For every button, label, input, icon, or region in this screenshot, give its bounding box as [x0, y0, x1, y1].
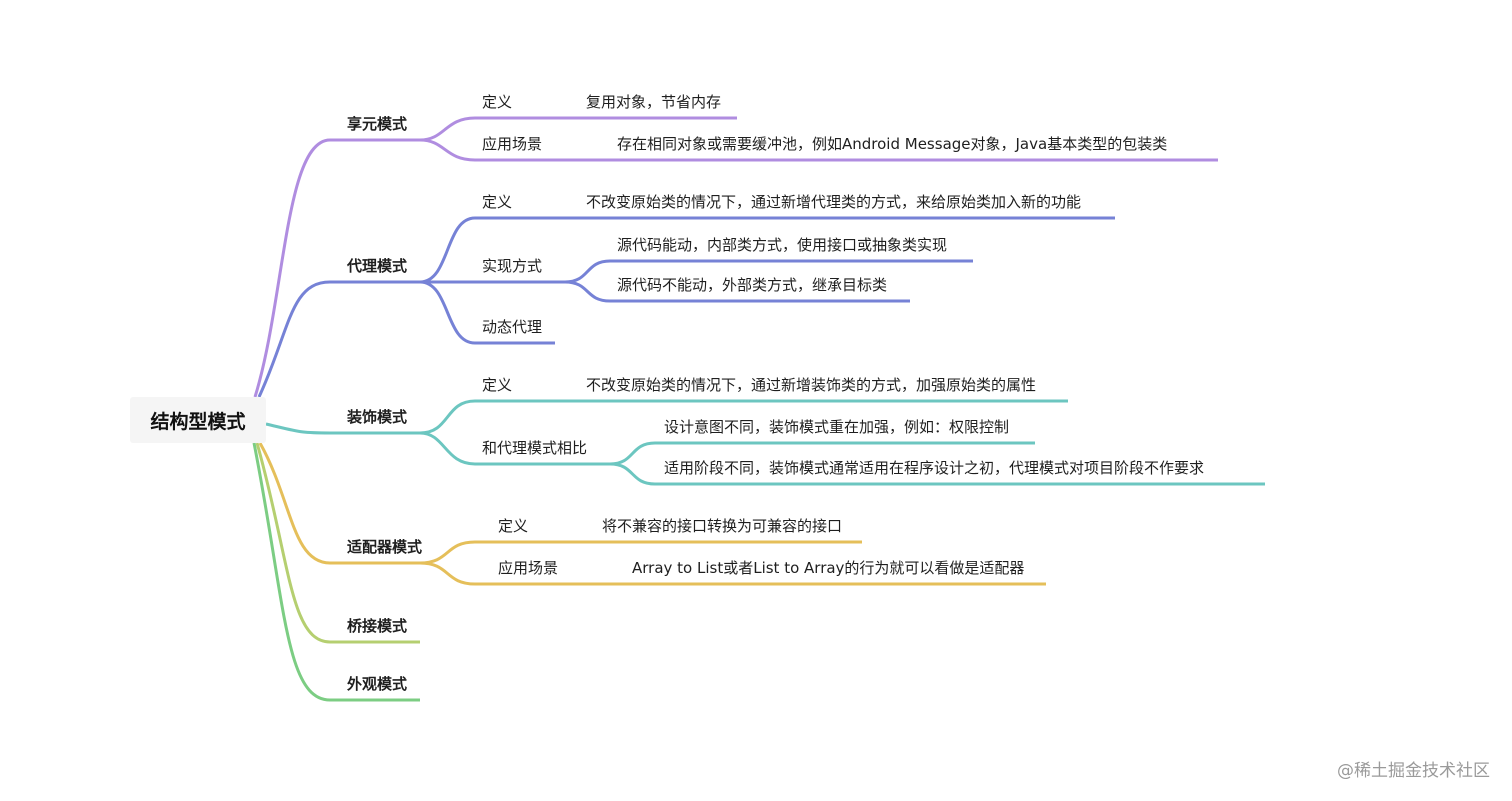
proxy-impl-item-1: 源代码能动，内部类方式，使用接口或抽象类实现 [617, 236, 948, 254]
adapter-usage-text: Array to List或者List to Array的行为就可以看做是适配器 [632, 559, 1025, 577]
connector-decorator-compare-2 [609, 462, 1265, 486]
connector-bridge [255, 442, 420, 644]
connector-flyweight-usage [419, 138, 1218, 162]
connector-decorator-def [419, 399, 1068, 435]
decorator-compare-item-2: 适用阶段不同，装饰模式通常适用在程序设计之初，代理模式对项目阶段不作要求 [664, 459, 1205, 477]
connector-decorator [265, 422, 420, 435]
connector-adapter-usage [419, 561, 1046, 586]
connector-adapter [258, 442, 420, 565]
branch-facade: 外观模式 [347, 675, 408, 693]
decorator-compare-label: 和代理模式相比 [482, 439, 588, 457]
connector-proxy-def [419, 216, 1115, 284]
flyweight-usage-text: 存在相同对象或需要缓冲池，例如Android Message对象，Java基本类… [617, 135, 1168, 153]
connector-decorator-compare [419, 431, 610, 466]
adapter-def-text: 将不兼容的接口转换为可兼容的接口 [602, 517, 843, 535]
branch-decorator: 装饰模式 [347, 408, 408, 426]
flyweight-def-label: 定义 [482, 93, 513, 111]
proxy-dynamic-label: 动态代理 [482, 318, 543, 336]
connector-adapter-def [419, 540, 862, 565]
proxy-impl-label: 实现方式 [482, 257, 543, 275]
branch-flyweight: 享元模式 [347, 115, 408, 133]
branch-bridge: 桥接模式 [347, 617, 408, 635]
watermark: @稀土掘金技术社区 [1337, 761, 1490, 781]
branch-proxy: 代理模式 [347, 257, 408, 275]
connector-facade [252, 442, 420, 702]
root-node: 结构型模式 [130, 397, 266, 443]
adapter-usage-label: 应用场景 [498, 559, 559, 577]
decorator-def-label: 定义 [482, 376, 513, 394]
decorator-def-text: 不改变原始类的情况下，通过新增装饰类的方式，加强原始类的属性 [586, 376, 1037, 394]
connector-proxy-dynamic [419, 280, 555, 345]
connector-flyweight [253, 138, 420, 398]
flyweight-usage-label: 应用场景 [482, 135, 543, 153]
proxy-def-label: 定义 [482, 193, 513, 211]
connector-proxy-impl-2 [564, 280, 910, 303]
proxy-def-text: 不改变原始类的情况下，通过新增代理类的方式，来给原始类加入新的功能 [586, 193, 1082, 211]
connector-proxy [257, 280, 420, 398]
branch-adapter: 适配器模式 [347, 538, 423, 556]
proxy-impl-item-2: 源代码不能动，外部类方式，继承目标类 [617, 276, 888, 294]
adapter-def-label: 定义 [498, 517, 529, 535]
flyweight-def-text: 复用对象，节省内存 [586, 93, 722, 111]
decorator-compare-item-1: 设计意图不同，装饰模式重在加强，例如：权限控制 [664, 418, 1010, 436]
